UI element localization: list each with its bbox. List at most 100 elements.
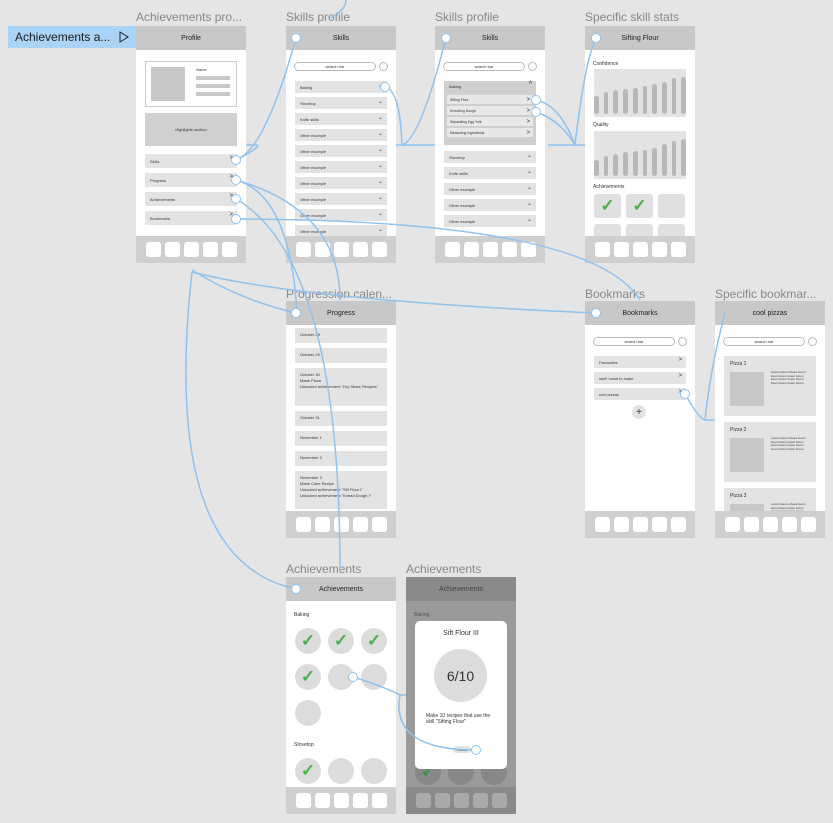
subskill-item[interactable]: Sifting Flour> — [447, 95, 533, 104]
search-input[interactable]: search bar — [723, 337, 805, 346]
subskill-item[interactable]: Measuring ingredients> — [447, 128, 533, 137]
skill-item[interactable]: Knife skills⌄ — [295, 113, 387, 125]
achievement-badge[interactable] — [295, 700, 321, 726]
flow-start-tab[interactable]: Achievements a... — [8, 26, 136, 48]
tab-button[interactable] — [594, 517, 610, 532]
tab-button[interactable] — [333, 242, 349, 257]
tab-button[interactable] — [314, 517, 330, 532]
progress-entry[interactable]: October 29 — [295, 348, 387, 363]
menu-progress[interactable]: Progress> — [145, 173, 237, 187]
skill-item[interactable]: Stovetop⌄ — [444, 151, 536, 163]
chevron-up-icon[interactable]: ^ — [528, 81, 532, 88]
tab-button[interactable] — [314, 793, 330, 808]
skill-item[interactable]: Knife skills⌄ — [444, 167, 536, 179]
filter-button[interactable] — [528, 62, 537, 71]
tab-button[interactable] — [371, 517, 387, 532]
tab-button[interactable] — [613, 517, 629, 532]
tab-button[interactable] — [482, 242, 498, 257]
tab-button[interactable] — [762, 517, 778, 532]
connector-node[interactable] — [471, 745, 481, 755]
connector-node[interactable] — [231, 175, 241, 185]
tab-button[interactable] — [651, 242, 667, 257]
tab-button[interactable] — [632, 517, 648, 532]
connector-node[interactable] — [380, 82, 390, 92]
connector-node[interactable] — [231, 155, 241, 165]
connector-node[interactable] — [531, 107, 541, 117]
menu-achievements[interactable]: Achievements> — [145, 192, 237, 206]
achievement-badge[interactable]: ✓ — [295, 758, 321, 784]
tab-button[interactable] — [800, 517, 816, 532]
tab-button[interactable] — [444, 242, 460, 257]
connector-node[interactable] — [291, 584, 301, 594]
tab-button[interactable] — [145, 242, 161, 257]
tab-button[interactable] — [314, 242, 330, 257]
skill-item[interactable]: Other example⌄ — [444, 183, 536, 195]
bookmark-item[interactable]: cool pizzas> — [594, 388, 686, 400]
connector-node[interactable] — [291, 33, 301, 43]
progress-entry[interactable]: October 31 — [295, 411, 387, 426]
tab-button[interactable] — [164, 242, 180, 257]
tab-button[interactable] — [520, 242, 536, 257]
tab-button[interactable] — [501, 242, 517, 257]
tab-button[interactable] — [594, 242, 610, 257]
filter-button[interactable] — [808, 337, 817, 346]
tab-button[interactable] — [491, 793, 507, 808]
progress-entry[interactable]: November 2 — [295, 451, 387, 466]
subskill-item[interactable]: Separating Egg Yolk> — [447, 117, 533, 126]
achievement-badge[interactable]: ✓ — [295, 664, 321, 690]
skill-item[interactable]: Other example⌄ — [295, 193, 387, 205]
skill-item[interactable]: Baking⌄ — [295, 81, 387, 93]
connector-node[interactable] — [348, 672, 358, 682]
achievement-badge[interactable]: ✓ — [361, 628, 387, 654]
tab-button[interactable] — [333, 793, 349, 808]
tab-button[interactable] — [371, 793, 387, 808]
tab-button[interactable] — [670, 242, 686, 257]
achievement-badge[interactable] — [328, 758, 354, 784]
filter-button[interactable] — [379, 62, 388, 71]
tab-button[interactable] — [415, 793, 431, 808]
connector-node[interactable] — [591, 33, 601, 43]
tab-button[interactable] — [743, 517, 759, 532]
tab-button[interactable] — [781, 517, 797, 532]
tab-button[interactable] — [352, 242, 368, 257]
skill-item[interactable]: Other example⌄ — [295, 129, 387, 141]
tab-button[interactable] — [295, 242, 311, 257]
skill-item[interactable]: Other example⌄ — [444, 199, 536, 211]
tab-button[interactable] — [352, 517, 368, 532]
connector-node[interactable] — [680, 389, 690, 399]
tab-button[interactable] — [463, 242, 479, 257]
tab-button[interactable] — [724, 517, 740, 532]
achievement-badge[interactable] — [361, 758, 387, 784]
menu-bookmarks[interactable]: Bookmarks> — [145, 211, 237, 225]
search-input[interactable]: search bar — [443, 62, 525, 71]
tab-button[interactable] — [221, 242, 237, 257]
connector-node[interactable] — [231, 194, 241, 204]
progress-entry[interactable]: October 28 — [295, 328, 387, 343]
connector-node[interactable] — [291, 308, 301, 318]
achievement-badge[interactable]: ✓ — [295, 628, 321, 654]
skill-item[interactable]: Other example⌄ — [295, 209, 387, 221]
filter-button[interactable] — [678, 337, 687, 346]
skill-item[interactable]: Stovetop⌄ — [295, 97, 387, 109]
tab-button[interactable] — [295, 517, 311, 532]
tab-button[interactable] — [333, 517, 349, 532]
subskill-item[interactable]: Kneading Dough> — [447, 106, 533, 115]
skill-item[interactable]: Other example⌄ — [295, 145, 387, 157]
bookmark-item[interactable]: Favourites> — [594, 356, 686, 368]
connector-node[interactable] — [441, 33, 451, 43]
bookmark-item[interactable]: stuff i want to make> — [594, 372, 686, 384]
tab-button[interactable] — [371, 242, 387, 257]
tab-button[interactable] — [670, 517, 686, 532]
tab-button[interactable] — [632, 242, 648, 257]
tab-button[interactable] — [472, 793, 488, 808]
tab-button[interactable] — [295, 793, 311, 808]
tab-button[interactable] — [651, 517, 667, 532]
progress-entry[interactable]: November 1 — [295, 431, 387, 446]
achievement-badge[interactable] — [361, 664, 387, 690]
search-input[interactable]: search bar — [593, 337, 675, 346]
tab-button[interactable] — [613, 242, 629, 257]
